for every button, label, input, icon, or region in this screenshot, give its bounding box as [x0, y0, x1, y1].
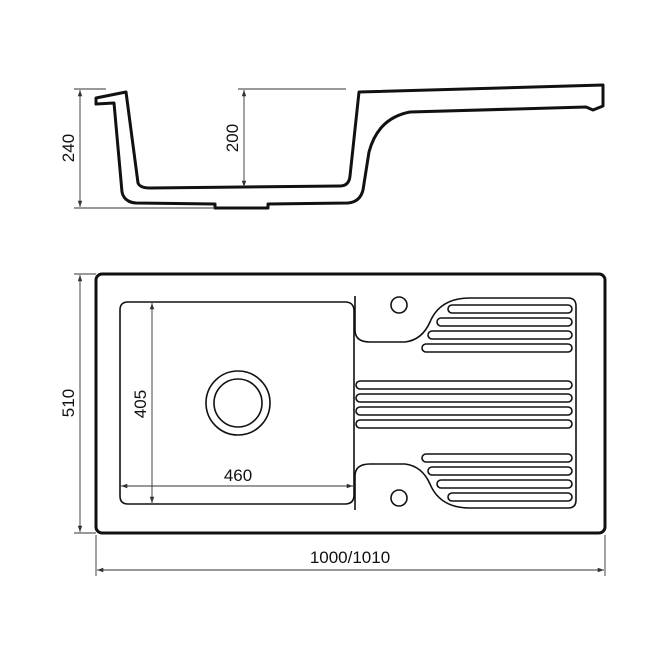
dim-240-label: 240: [59, 134, 78, 162]
dim-1000-label: 1000/1010: [310, 548, 390, 567]
groove: [421, 343, 573, 353]
groove: [427, 330, 573, 340]
groove: [447, 492, 573, 502]
groove: [427, 466, 573, 476]
groove: [355, 380, 573, 390]
drain-inner-ring: [213, 378, 263, 428]
groove: [421, 453, 573, 463]
drain-outer-ring: [205, 370, 271, 436]
tap-hole-top: [390, 296, 408, 314]
groove: [355, 406, 573, 416]
groove: [436, 317, 573, 327]
groove: [355, 393, 573, 403]
dim-510-label: 510: [59, 389, 78, 417]
sink-profile-outline: [94, 83, 605, 210]
drainer-grooves: [355, 304, 573, 502]
dim-200-label: 200: [223, 124, 242, 152]
groove: [447, 304, 573, 314]
drainer-board-outline: [354, 296, 577, 510]
groove: [436, 479, 573, 489]
dim-405-label: 405: [131, 390, 150, 418]
groove: [355, 419, 573, 429]
side-section-view: 240 200: [59, 83, 605, 210]
dim-460-label: 460: [224, 466, 252, 485]
top-plan-view: 510 405 460 1000/1010: [59, 272, 607, 576]
bowl-outline: [119, 301, 355, 505]
tap-hole-bottom: [390, 489, 408, 507]
